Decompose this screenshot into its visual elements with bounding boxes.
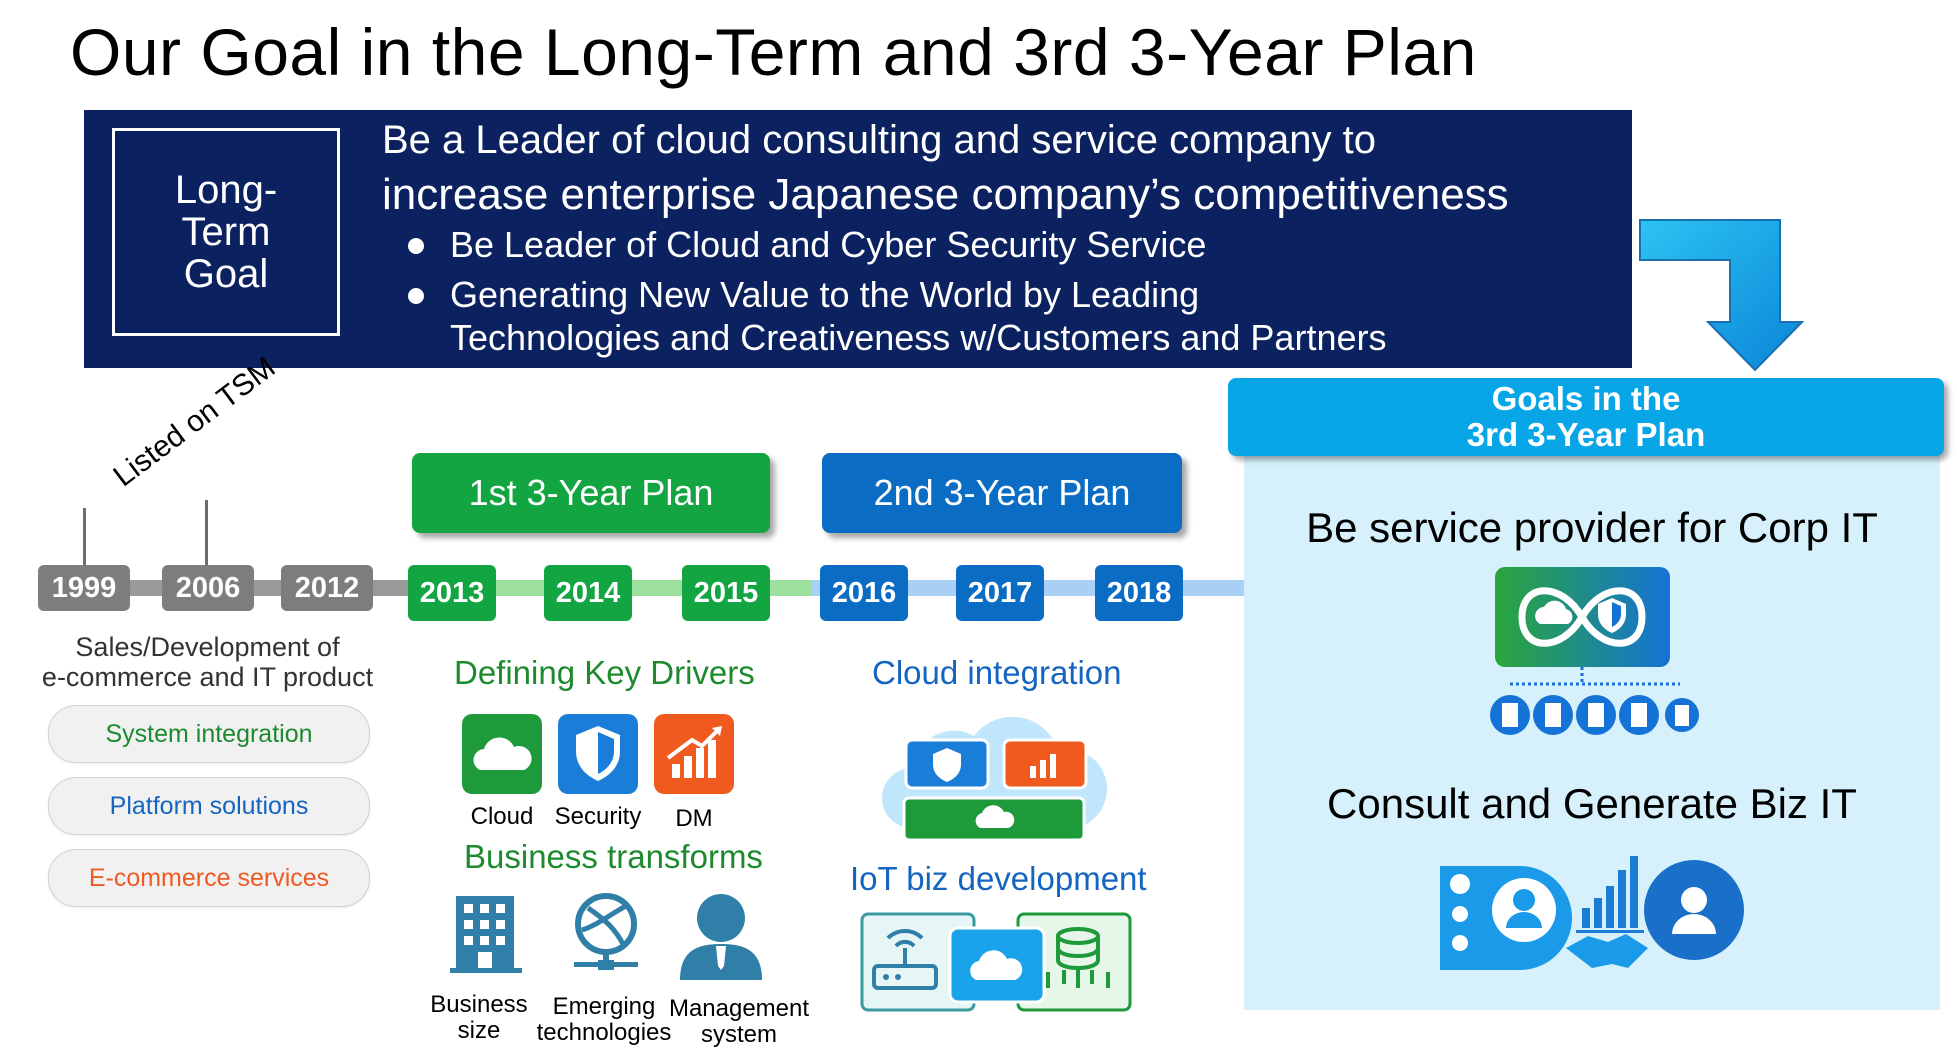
building-icon xyxy=(450,896,522,973)
long-term-label-box: Long-Term Goal xyxy=(112,128,340,336)
year-2018: 2018 xyxy=(1095,565,1183,621)
growth-chart-icon xyxy=(654,714,734,794)
early-description-line-2: e-commerce and IT product xyxy=(41,662,374,692)
long-term-bullet-2a: Generating New Value to the World by Lea… xyxy=(450,274,1200,315)
transform-line: technologies xyxy=(536,1019,672,1046)
long-term-bullet-2b: Technologies and Creativeness w/Customer… xyxy=(450,317,1387,358)
long-term-bullet-1: Be Leader of Cloud and Cyber Security Se… xyxy=(450,224,1207,265)
year-2014: 2014 xyxy=(544,565,632,621)
cloud-icon xyxy=(462,714,542,794)
transform-line: Business xyxy=(430,991,528,1018)
driver-security-label: Security xyxy=(554,803,642,830)
pill-ecommerce-services: E-commerce services xyxy=(48,849,370,907)
business-transforms-heading: Business transforms xyxy=(464,838,763,875)
page-title: Our Goal in the Long-Term and 3rd 3-Year… xyxy=(70,15,1477,89)
driver-cloud-label: Cloud xyxy=(470,803,534,830)
transform-business-size-label: Business size xyxy=(424,992,534,1044)
early-description-line-1: Sales/Development of xyxy=(75,632,340,662)
timeline-tick xyxy=(205,500,208,568)
year-2013: 2013 xyxy=(408,565,496,621)
second-plan-label: 2nd 3-Year Plan xyxy=(822,453,1182,533)
year-2015: 2015 xyxy=(682,565,770,621)
cloud-integration-heading: Cloud integration xyxy=(872,654,1122,691)
goal-consult-biz-it: Consult and Generate Biz IT xyxy=(1327,780,1857,827)
manager-person-icon xyxy=(680,894,762,980)
goals-header-line-2: 3rd 3-Year Plan xyxy=(1466,416,1706,453)
driver-dm-label: DM xyxy=(675,805,713,832)
timeline-tick xyxy=(83,508,86,568)
transform-emerging-tech-label: Emerging technologies xyxy=(530,994,678,1046)
iot-devices-icon xyxy=(860,912,1132,1012)
early-description: Sales/Development of e-commerce and IT p… xyxy=(20,632,395,692)
bullet-dot xyxy=(408,238,424,254)
long-term-banner xyxy=(84,110,1632,368)
cloud-integration-icon xyxy=(881,716,1108,842)
pill-platform-solutions: Platform solutions xyxy=(48,777,370,835)
goal-service-provider: Be service provider for Corp IT xyxy=(1306,504,1878,551)
cloud-security-network-icon xyxy=(1490,567,1699,735)
transform-line: system xyxy=(700,1021,777,1048)
listed-on-tsm-label: Listed on TSM xyxy=(107,350,282,494)
transform-management-system-label: Management system xyxy=(664,996,814,1048)
year-2012: 2012 xyxy=(281,565,373,611)
goals-header-line-1: Goals in the xyxy=(1491,380,1681,417)
defining-key-drivers-heading: Defining Key Drivers xyxy=(454,654,755,691)
year-1999: 1999 xyxy=(38,565,130,611)
transform-line: Management xyxy=(668,995,810,1022)
bullet-dot xyxy=(408,288,424,304)
year-2016: 2016 xyxy=(820,565,908,621)
year-2017: 2017 xyxy=(956,565,1044,621)
consulting-handshake-icon xyxy=(1440,856,1744,970)
first-plan-label: 1st 3-Year Plan xyxy=(412,453,770,533)
bent-arrow-icon xyxy=(1639,219,1805,372)
shield-icon xyxy=(558,714,638,794)
pill-system-integration: System integration xyxy=(48,705,370,763)
goals-header: Goals in the 3rd 3-Year Plan xyxy=(1228,378,1944,456)
globe-network-icon xyxy=(574,893,638,970)
transform-line: size xyxy=(457,1017,501,1044)
iot-biz-development-heading: IoT biz development xyxy=(850,860,1147,897)
long-term-headline-2: increase enterprise Japanese company’s c… xyxy=(382,170,1509,219)
year-2006: 2006 xyxy=(162,565,254,611)
transform-line: Emerging xyxy=(552,993,656,1020)
long-term-label: Long-Term Goal xyxy=(174,168,278,296)
long-term-headline-1: Be a Leader of cloud consulting and serv… xyxy=(382,118,1376,162)
